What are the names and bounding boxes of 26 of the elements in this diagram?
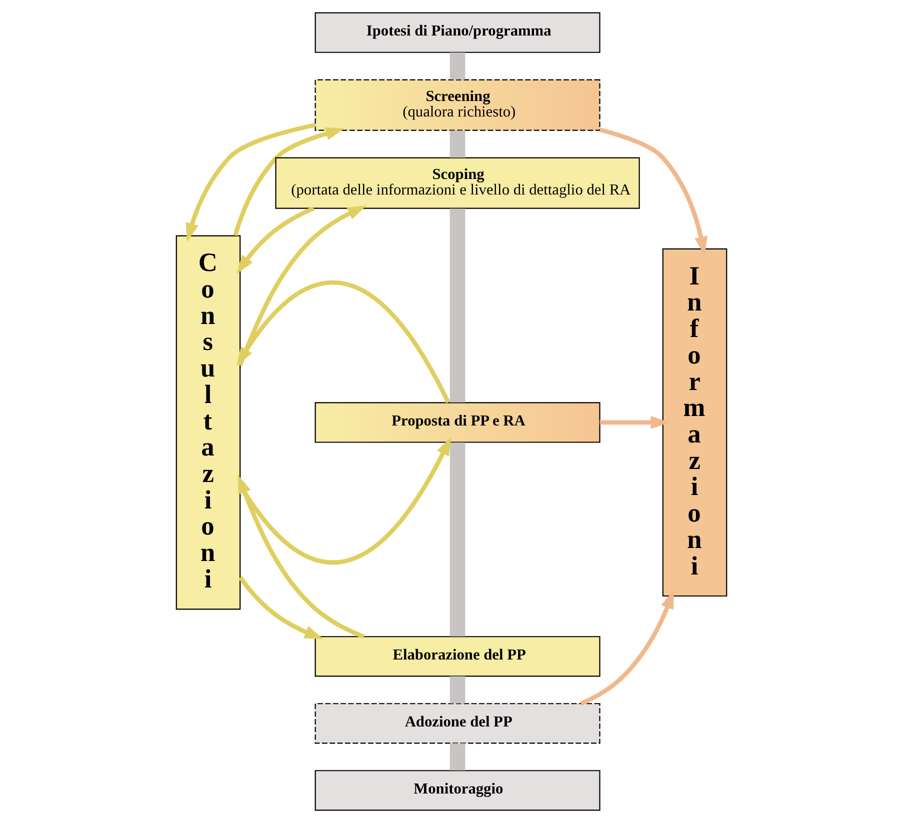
arrow bbox=[238, 576, 324, 640]
node-box: Consultazioni bbox=[176, 235, 241, 610]
arrow bbox=[238, 206, 366, 366]
node-box: Proposta di PP e RA bbox=[314, 402, 600, 443]
node-box: Elaborazione del PP bbox=[314, 636, 600, 677]
connector bbox=[450, 676, 466, 704]
connector bbox=[450, 208, 466, 402]
arrow bbox=[580, 590, 674, 706]
node-box: Adozione del PP bbox=[314, 703, 600, 744]
arrow bbox=[236, 206, 315, 274]
connector bbox=[450, 52, 466, 80]
arrow bbox=[233, 127, 344, 236]
arrow bbox=[236, 280, 450, 404]
arrow bbox=[186, 122, 316, 242]
node-box: Scoping (portata delle informazioni e livello di dettaglio del RA bbox=[275, 157, 640, 209]
node-box: Informazioni bbox=[662, 248, 728, 597]
arrow bbox=[600, 416, 670, 430]
node-box: Monitoraggio bbox=[314, 770, 600, 811]
connector bbox=[450, 130, 466, 158]
arrow bbox=[238, 436, 452, 564]
arrow bbox=[599, 128, 708, 256]
node-box: Ipotesi di Piano/programma bbox=[314, 12, 600, 53]
connector bbox=[450, 442, 466, 636]
connector bbox=[450, 743, 466, 770]
node-box: Screening (qualora richiesto) bbox=[314, 79, 600, 131]
arrow bbox=[238, 474, 365, 639]
